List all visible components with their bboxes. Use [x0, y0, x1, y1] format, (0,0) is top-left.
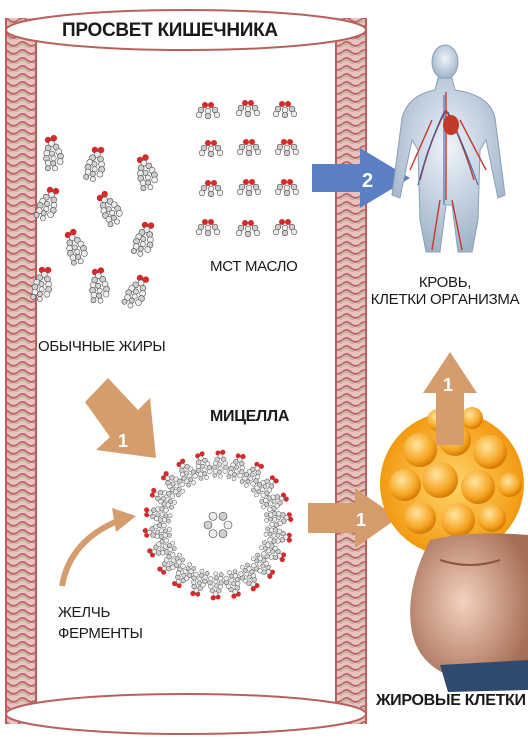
bile-label: ЖЕЛЧЬ ФЕРМЕНТЫ	[58, 604, 143, 642]
micelle-molecule	[212, 449, 229, 479]
blood-label-line1: КРОВЬ,	[418, 274, 472, 291]
arrow-fat-to-blood	[423, 352, 477, 445]
micelle-molecule	[207, 571, 224, 601]
arrow-number-mct-to-blood: 2	[362, 170, 373, 192]
micelle-core	[203, 512, 233, 538]
bile-label-line2: ФЕРМЕНТЫ	[58, 625, 143, 642]
arrow-mct-to-blood	[312, 148, 410, 208]
fat-cells-image	[380, 407, 524, 556]
micelle-molecule	[263, 508, 295, 529]
arrow-number-fat-to-blood: 1	[443, 375, 453, 395]
regular-fats-label: ОБЫЧНЫЕ ЖИРЫ	[38, 338, 166, 355]
fat-cells-label: ЖИРОВЫЕ КЛЕТКИ	[376, 692, 526, 709]
lumen-top-ellipse	[5, 9, 367, 51]
arrow-bile-to-micelle	[59, 508, 136, 587]
arrow-micelle-to-fat	[308, 488, 398, 548]
mct-oil-label: МСТ МАСЛО	[210, 258, 298, 275]
lumen-bottom-ellipse	[5, 693, 367, 735]
arrow-number-to-fat: 1	[356, 510, 366, 530]
arrow-number-to-micelle: 1	[118, 431, 128, 451]
blood-label-line2: КЛЕТКИ ОРГАНИЗМА	[370, 291, 520, 308]
micelle-molecule	[141, 521, 173, 542]
lumen-title: ПРОСВЕТ КИШЕЧНИКА	[62, 20, 278, 41]
intestine-wall-right	[335, 18, 367, 724]
human-body-image	[391, 44, 506, 253]
regular-fat-molecules	[29, 133, 162, 313]
arrow-fats-to-micelle	[85, 378, 156, 458]
blood-label: КРОВЬ, КЛЕТКИ ОРГАНИЗМА	[365, 274, 525, 308]
belly-image	[410, 533, 528, 692]
mct-oil-molecules	[195, 99, 300, 238]
bile-label-line1: ЖЕЛЧЬ	[58, 604, 111, 621]
intestine-wall-left	[5, 18, 37, 724]
micelle	[141, 449, 295, 601]
micelle-label: МИЦЕЛЛА	[210, 408, 290, 425]
